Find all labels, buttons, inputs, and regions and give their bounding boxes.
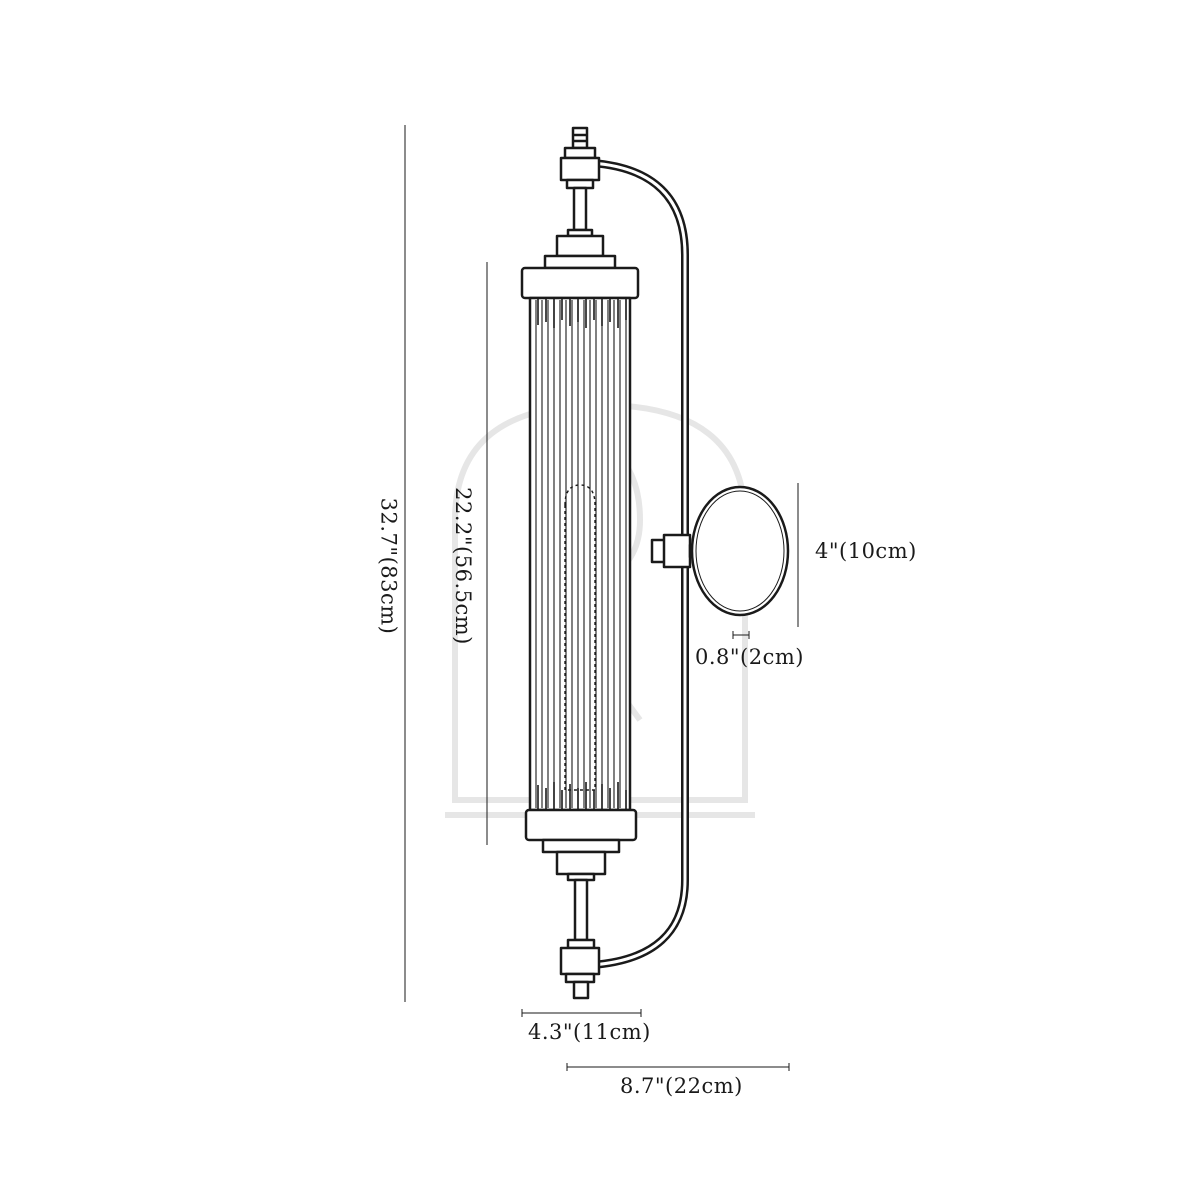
arm-clamp bbox=[662, 533, 692, 569]
backplate-depth-label: 0.8"(2cm) bbox=[695, 645, 804, 669]
wall-backplate bbox=[690, 485, 790, 617]
shade-height-label: 22.2"(56.5cm) bbox=[450, 487, 475, 645]
tube-bulb bbox=[564, 484, 596, 791]
top-finial bbox=[571, 126, 589, 150]
total-height-label: 32.7"(83cm) bbox=[376, 497, 401, 635]
backplate-diameter-label: 4"(10cm) bbox=[815, 539, 917, 563]
top-nut bbox=[559, 156, 601, 182]
dimension-lines bbox=[404, 125, 799, 1071]
bottom-finial bbox=[572, 980, 590, 1000]
total-depth-label: 8.7"(22cm) bbox=[620, 1074, 743, 1098]
shade-width-label: 4.3"(11cm) bbox=[528, 1020, 651, 1044]
bottom-nut bbox=[559, 946, 601, 976]
top-rod bbox=[572, 186, 588, 232]
bottom-cap bbox=[524, 808, 638, 842]
top-cap bbox=[520, 266, 640, 300]
fluted-glass-shade bbox=[528, 296, 632, 812]
wall-lamp bbox=[520, 126, 790, 1000]
bottom-rod bbox=[573, 878, 589, 942]
